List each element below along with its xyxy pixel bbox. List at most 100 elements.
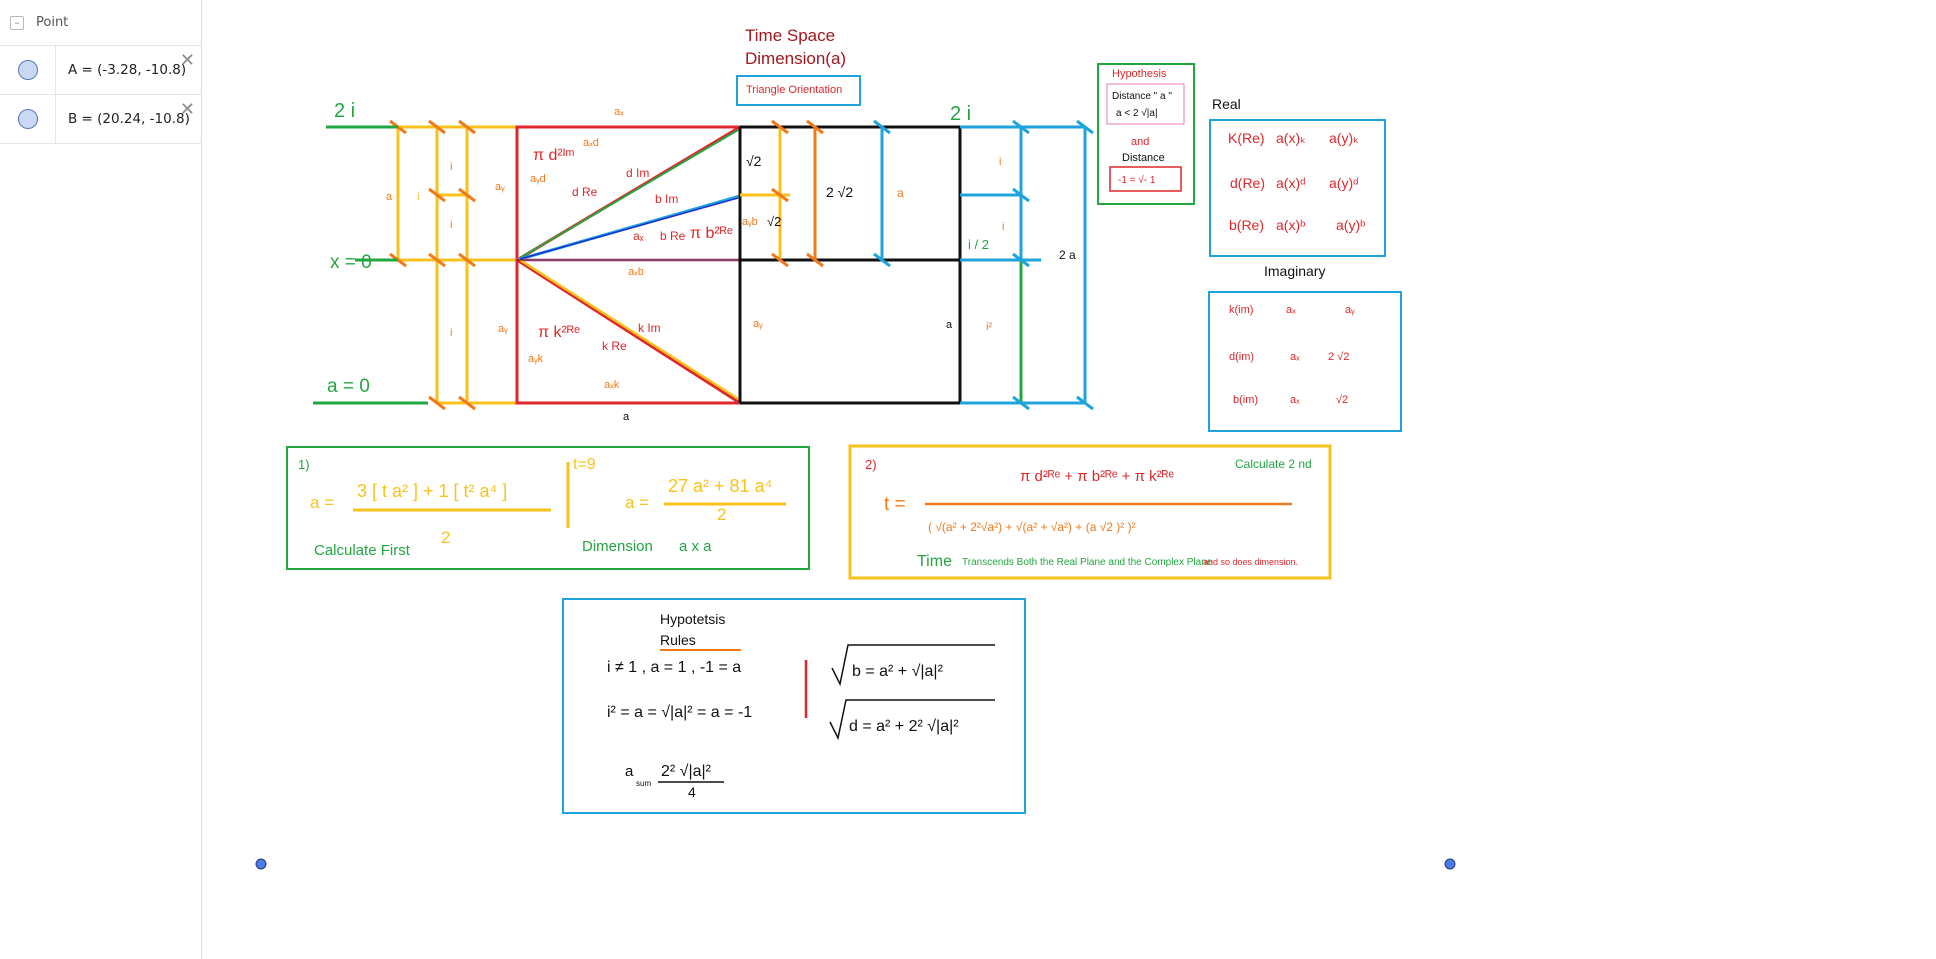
box1-a-eq2: a = [625, 493, 649, 512]
algebra-expression[interactable]: A = (-3.28, -10.8) [68, 62, 187, 78]
rules-asum-den: 4 [688, 784, 696, 800]
svg-text:√2: √2 [1336, 394, 1348, 406]
rules-asum: a [625, 763, 634, 780]
svg-text:aᵧd: aᵧd [530, 173, 546, 185]
rules-title: Hypotetsis [660, 611, 725, 627]
box2-numerator: π d²ᴿᵉ + π b²ᴿᵉ + π k²ᴿᵉ [1020, 468, 1174, 485]
triangle-orientation-label: Triangle Orientation [746, 84, 842, 96]
svg-text:aᵧb: aᵧb [742, 216, 758, 228]
svg-text:a(x)ᵈ: a(x)ᵈ [1276, 175, 1305, 191]
hypothesis-line3: -1 = √- 1 [1118, 174, 1156, 186]
box2-transcends: Transcends Both the Real Plane and the C… [962, 557, 1213, 568]
point-marble-icon[interactable] [17, 109, 38, 129]
svg-text:a: a [897, 186, 904, 200]
hypothesis-box [1097, 63, 1195, 205]
svg-text:K(Re): K(Re) [1228, 130, 1265, 146]
svg-text:aₓ: aₓ [614, 106, 624, 118]
label-a-mid: a [946, 319, 953, 331]
svg-text:aᵧk: aᵧk [528, 353, 544, 365]
svg-text:aᵧ: aᵧ [753, 318, 763, 330]
svg-text:2 √2: 2 √2 [1328, 351, 1349, 363]
box2-number: 2) [865, 457, 877, 472]
svg-text:aᵧ: aᵧ [495, 181, 505, 193]
label-i: i [450, 327, 452, 339]
hypothesis-line1: Distance " a " [1112, 91, 1172, 102]
svg-text:aₓ: aₓ [633, 229, 644, 243]
box1-numerator: 3 [ t a² ] + 1 [ t² a⁴ ] [357, 481, 507, 501]
svg-text:aₓ: aₓ [1290, 394, 1300, 406]
rules-asum-num: 2² √|a|² [661, 763, 712, 780]
svg-text:i²: i² [986, 321, 992, 333]
point-b[interactable] [1444, 858, 1456, 870]
small-labels: a i i i i i i i² a aᵧ aᵧ aᵧ aₓ π d²ᴵᵐ aₓ… [386, 106, 1004, 391]
left-yellow-bracket [396, 125, 517, 405]
svg-text:d(Re): d(Re) [1230, 175, 1265, 191]
label-i: i [1002, 221, 1004, 233]
svg-text:k Im: k Im [638, 321, 661, 335]
box1-calc-first: Calculate First [314, 542, 411, 559]
svg-text:b(Re): b(Re) [1229, 217, 1264, 233]
sqrt-sign-icon [829, 699, 995, 741]
label-a-zero: a = 0 [327, 376, 370, 397]
svg-text:a(y)ᵈ: a(y)ᵈ [1329, 175, 1358, 191]
hypothesis-line2: a < 2 √|a| [1116, 107, 1158, 119]
triangle-orientation-box [736, 75, 861, 106]
orange-yellow-verticals [740, 127, 884, 260]
algebra-item-a[interactable]: A = (-3.28, -10.8) ✕ [0, 46, 201, 95]
svg-text:b(im): b(im) [1233, 394, 1258, 406]
svg-text:aₓ: aₓ [1290, 351, 1300, 363]
right-ticks-orange [771, 119, 824, 268]
visibility-toggle[interactable] [0, 46, 56, 94]
algebra-expression[interactable]: B = (20.24, -10.8) [68, 111, 190, 127]
label-x-zero: x = 0 [330, 252, 372, 273]
svg-text:k Re: k Re [602, 339, 627, 353]
rules-line1: i ≠ 1 , a = 1 , -1 = a [607, 659, 741, 676]
delete-icon[interactable]: ✕ [179, 99, 195, 120]
label-a: a [386, 191, 393, 203]
box2-t-eq: t = [884, 494, 906, 515]
label-sqrt2: √2 [767, 214, 781, 229]
formula-box-2 [848, 444, 1332, 580]
label-2i-left: 2 i [334, 100, 355, 122]
svg-text:aᵧ: aᵧ [1345, 304, 1355, 316]
svg-text:aᵧ: aᵧ [498, 323, 508, 335]
hypothesis-title: Hypothesis [1112, 68, 1167, 80]
label-2sqrt2: 2 √2 [826, 184, 853, 200]
real-box [1209, 119, 1386, 257]
box2-denominator: ( √(a² + 2²√a²) + √(a² + √a²) + (a √2 )²… [928, 520, 1136, 534]
visibility-toggle[interactable] [0, 95, 56, 143]
rules-box [562, 598, 1026, 814]
box1-numerator2: 27 a² + 81 a⁴ [668, 476, 772, 496]
box1-axa: a x a [679, 538, 712, 555]
hypothesis-and: and [1131, 136, 1149, 148]
point-marble-icon[interactable] [17, 60, 38, 80]
algebra-item-b[interactable]: B = (20.24, -10.8) ✕ [0, 95, 201, 144]
svg-text:d(im): d(im) [1229, 351, 1254, 363]
point-a[interactable] [255, 858, 267, 870]
delete-icon[interactable]: ✕ [179, 50, 195, 71]
box2-calc-second: Calculate 2 nd [1235, 457, 1312, 471]
box1-t9: t=9 [573, 456, 596, 473]
label-a-bottom: a [623, 411, 630, 423]
svg-text:aₓk: aₓk [604, 379, 620, 391]
svg-text:π d²ᴵᵐ: π d²ᴵᵐ [533, 147, 575, 164]
label-2i-right: 2 i [950, 103, 971, 125]
label-i-half: i / 2 [968, 237, 989, 252]
label-2a: 2 a [1059, 248, 1076, 262]
svg-text:π k²ᴿᵉ: π k²ᴿᵉ [538, 324, 580, 341]
imaginary-title: Imaginary [1264, 263, 1325, 279]
page-title: Time Space [745, 26, 835, 45]
algebra-header: – Point [0, 0, 201, 46]
box1-a-eq: a = [310, 493, 334, 512]
graphics-view[interactable]: 2 i 2 i x = 0 a = 0 a i i i i i i i² a a… [208, 0, 1936, 959]
collapse-icon[interactable]: – [10, 15, 24, 30]
blue-ticks [873, 119, 1094, 411]
algebra-panel: – Point A = (-3.28, -10.8) ✕ B = (20.24,… [0, 0, 202, 959]
svg-text:a(y)ₖ: a(y)ₖ [1329, 130, 1359, 146]
rules-d-eq: d = a² + 2² √|a|² [849, 718, 959, 735]
label-i: i [450, 161, 452, 173]
svg-text:a(y)ᵇ: a(y)ᵇ [1336, 217, 1365, 233]
box2-and-so: and so does dimension. [1203, 557, 1298, 567]
real-table: K(Re) a(x)ₖ a(y)ₖ d(Re) a(x)ᵈ a(y)ᵈ b(Re… [1228, 130, 1365, 233]
